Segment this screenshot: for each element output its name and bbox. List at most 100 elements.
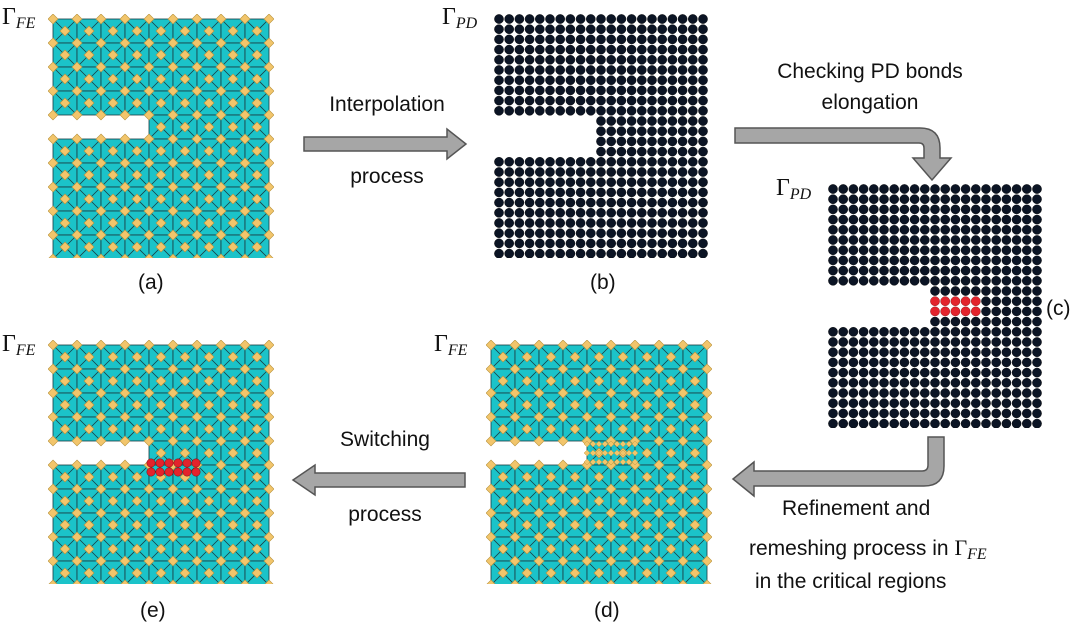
pd-particle — [698, 167, 708, 177]
mesh-node — [71, 85, 83, 97]
pd-particle — [1021, 347, 1032, 357]
pd-particle — [981, 184, 991, 194]
mesh-node — [83, 351, 95, 363]
pd-particle — [838, 337, 849, 347]
mesh-node — [192, 579, 202, 584]
pd-particle — [657, 238, 667, 249]
pd-particle — [626, 136, 637, 147]
pd-particle — [586, 106, 596, 116]
pd-particle — [838, 225, 849, 235]
pd-particle — [899, 326, 910, 337]
mesh-node — [263, 363, 274, 375]
pd-particle — [940, 265, 950, 276]
mesh-node — [131, 49, 143, 61]
pd-particle — [687, 146, 698, 157]
pd-particle — [606, 116, 616, 126]
pd-particle — [586, 55, 596, 65]
mesh-node — [239, 229, 251, 241]
pd-particle — [1001, 306, 1012, 317]
pd-particle — [626, 146, 637, 157]
pd-particle — [909, 184, 920, 194]
pd-particle — [879, 214, 889, 225]
mesh-node — [581, 507, 593, 519]
pd-particle — [535, 167, 545, 177]
mesh-node — [227, 169, 239, 181]
pd-particle — [899, 337, 910, 347]
refined-node — [595, 458, 603, 466]
mesh-node — [497, 471, 509, 483]
mesh-node — [533, 483, 545, 495]
pd-particle — [698, 75, 708, 85]
pd-particle — [1001, 214, 1012, 225]
mesh-node — [701, 531, 712, 543]
pd-particle — [909, 367, 920, 378]
pd-particle — [1001, 286, 1012, 296]
mesh-node — [545, 399, 557, 411]
pd-particle — [930, 398, 940, 408]
mesh-node — [131, 471, 143, 483]
pd-particle — [698, 34, 708, 45]
pd-particle — [1001, 398, 1012, 408]
pd-particle — [920, 398, 930, 408]
pd-particle — [596, 65, 606, 75]
mesh-node — [509, 363, 521, 375]
pd-particle — [616, 156, 627, 167]
pd-particle — [960, 265, 971, 276]
pd-particle — [586, 75, 596, 85]
pd-particle — [535, 177, 545, 187]
pd-particle — [504, 167, 515, 177]
pd-particle — [677, 238, 688, 249]
pd-particle — [657, 85, 667, 96]
pd-particle — [606, 24, 616, 35]
mesh-node — [534, 579, 544, 584]
pd-particle — [555, 75, 565, 85]
mesh-node — [557, 363, 569, 375]
pd-particle — [575, 106, 586, 116]
pd-particle — [616, 126, 627, 136]
pd-particle — [828, 377, 838, 388]
pd-particle — [606, 238, 616, 249]
mesh-node — [581, 555, 593, 567]
mesh-node — [59, 519, 71, 531]
mesh-node — [95, 14, 107, 25]
pd-particle — [545, 95, 555, 106]
pd-particle — [848, 255, 859, 266]
mesh-node — [677, 363, 689, 375]
mesh-node — [263, 157, 274, 169]
pd-particle — [647, 95, 657, 106]
pd-particle — [950, 245, 961, 255]
pd-particle — [848, 408, 859, 419]
pd-particle — [626, 116, 637, 126]
pd-particle — [930, 337, 940, 347]
pd-particle — [869, 225, 879, 235]
pd-particle — [848, 337, 859, 347]
mesh-node — [155, 495, 167, 507]
pd-particle — [677, 55, 688, 65]
mesh-node — [167, 109, 179, 121]
mesh-node — [107, 241, 119, 253]
mesh-node — [653, 340, 665, 351]
pd-particle — [960, 347, 971, 357]
pd-particle — [940, 367, 950, 378]
mesh-node — [497, 399, 509, 411]
mesh-node — [155, 423, 167, 435]
refined-node — [613, 458, 621, 466]
pd-particle — [828, 225, 838, 235]
pd-particle — [970, 265, 981, 276]
pd-particle — [565, 218, 576, 228]
mesh-node — [48, 435, 59, 447]
mesh-node — [533, 363, 545, 375]
pd-particle — [960, 214, 971, 225]
pd-particle — [535, 24, 545, 35]
pd-particle — [524, 55, 535, 65]
mesh-node — [143, 229, 155, 241]
refined-node — [601, 458, 609, 466]
pd-particle — [838, 398, 849, 408]
mesh-node — [83, 495, 95, 507]
mesh-node — [167, 205, 179, 217]
pd-particle — [991, 347, 1001, 357]
pd-particle — [626, 95, 637, 106]
mesh-node — [545, 567, 557, 579]
pd-particle — [838, 235, 849, 245]
pd-particle — [494, 24, 504, 35]
